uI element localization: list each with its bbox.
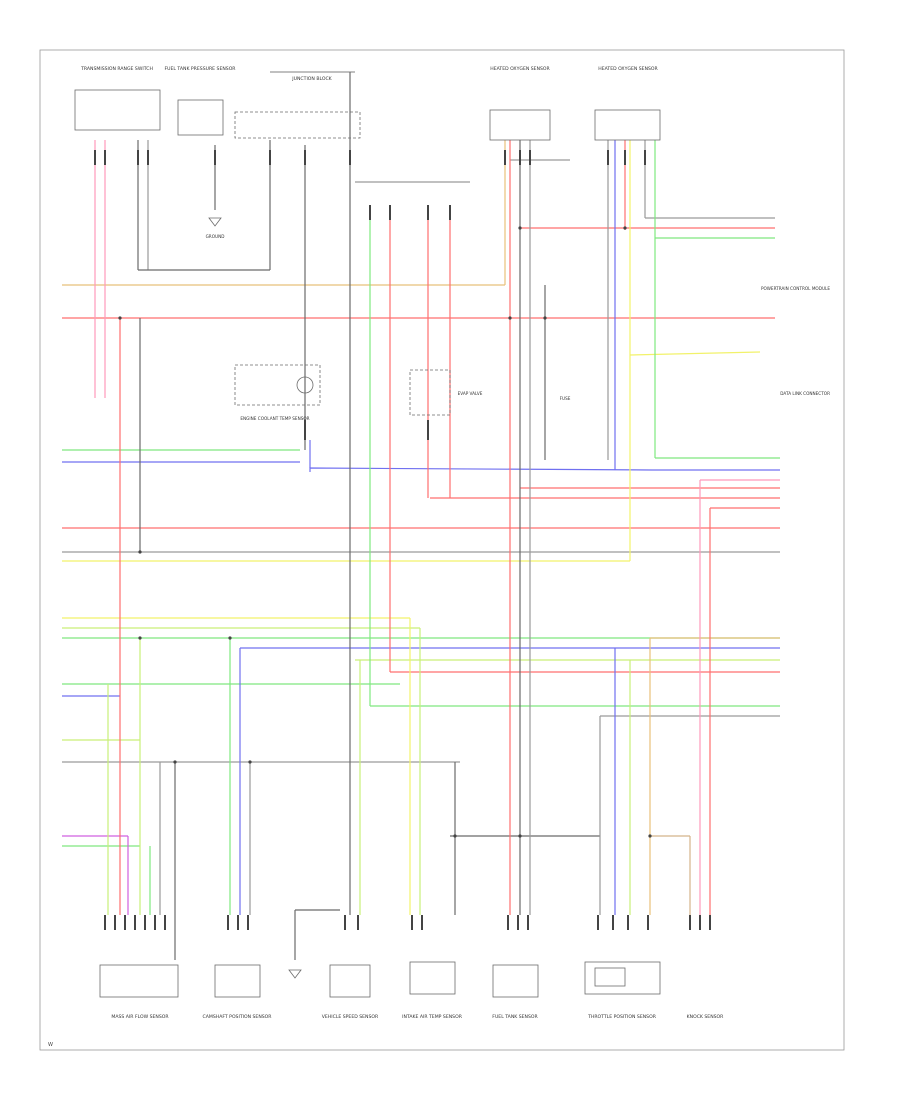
comp-label-bottom-3: VEHICLE SPEED SENSOR (322, 1014, 379, 1020)
vertical-wires (94, 72, 711, 960)
comp-label-top-5: HEATED OXYGEN SENSOR (598, 66, 658, 72)
bottom-component-labels: MASS AIR FLOW SENSOR CAMSHAFT POSITION S… (111, 1014, 724, 1020)
right-labels: POWERTRAIN CONTROL MODULE DATA LINK CONN… (761, 286, 830, 396)
comp-label-top-4: HEATED OXYGEN SENSOR (490, 66, 550, 72)
bottom-component-boxes (99, 961, 661, 998)
comp-label-top-1: TRANSMISSION RANGE SWITCH (80, 66, 153, 72)
comp-label-top-2: FUEL TANK PRESSURE SENSOR (164, 66, 236, 72)
comp-label-mid-2: ENGINE COOLANT TEMP SENSOR (240, 416, 309, 421)
right-label-1: POWERTRAIN CONTROL MODULE (761, 286, 830, 291)
mid-components (208, 217, 451, 979)
horizontal-wires (62, 71, 780, 847)
comp-label-bottom-4: INTAKE AIR TEMP SENSOR (402, 1014, 463, 1020)
comp-label-bottom-1: MASS AIR FLOW SENSOR (111, 1014, 169, 1020)
comp-label-top-3: JUNCTION BLOCK (291, 76, 332, 82)
right-label-2: DATA LINK CONNECTOR (780, 391, 830, 396)
comp-label-bottom-7: KNOCK SENSOR (687, 1014, 725, 1020)
top-component-labels: TRANSMISSION RANGE SWITCH FUEL TANK PRES… (80, 66, 658, 82)
comp-label-mid-1: GROUND (206, 234, 225, 239)
diagram-border (39, 49, 845, 1051)
comp-label-mid-4: FUSE (560, 396, 571, 401)
mid-component-labels: GROUND ENGINE COOLANT TEMP SENSOR EVAP V… (206, 234, 571, 421)
junction-dots (118, 226, 652, 838)
connector-stubs (94, 150, 711, 930)
comp-label-mid-3: EVAP VALVE (458, 391, 483, 396)
comp-label-bottom-6: THROTTLE POSITION SENSOR (587, 1014, 657, 1020)
comp-label-bottom-2: CAMSHAFT POSITION SENSOR (203, 1014, 273, 1020)
top-component-boxes (74, 89, 661, 141)
comp-label-bottom-5: FUEL TANK SENSOR (492, 1014, 538, 1020)
footer-label: W (48, 1042, 53, 1048)
